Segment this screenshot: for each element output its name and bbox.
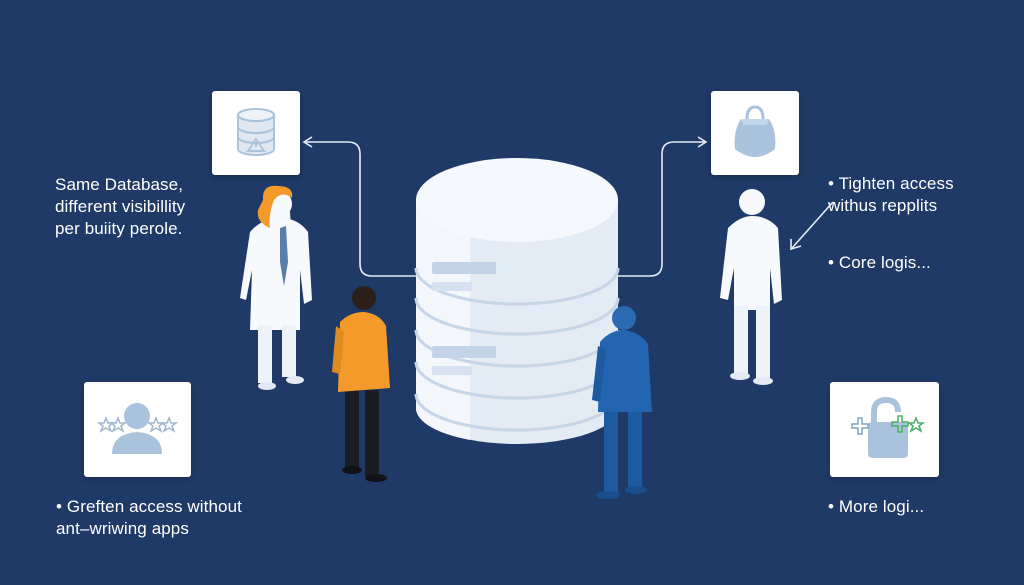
person-orange-shirt [332, 286, 390, 482]
unlocked-padlock-icon [851, 396, 926, 458]
bottom-left-bullet: • Greften access without ant–wriwing app… [56, 497, 242, 538]
connector-left [302, 136, 418, 277]
database-warning-icon [237, 108, 275, 156]
person-white-right [720, 189, 782, 385]
person-blue-suit [592, 306, 652, 499]
card-top-right [711, 91, 799, 175]
card-bottom-right [830, 382, 939, 477]
right-bullet-2: • Core logis... [828, 253, 931, 272]
connector-right [618, 136, 708, 277]
right-bullet-1: • Tighten access withus repplits [828, 174, 954, 215]
bag-icon [734, 105, 776, 157]
left-caption: Same Database, different visibillity per… [55, 175, 186, 238]
user-stars-icon [96, 403, 179, 454]
arrow-to-manager [790, 201, 834, 251]
database-cylinder [414, 158, 620, 444]
bottom-right-bullet: • More logi... [828, 497, 925, 516]
person-white-coat [240, 185, 312, 390]
card-top-left [212, 91, 300, 175]
card-bottom-left [84, 382, 191, 477]
